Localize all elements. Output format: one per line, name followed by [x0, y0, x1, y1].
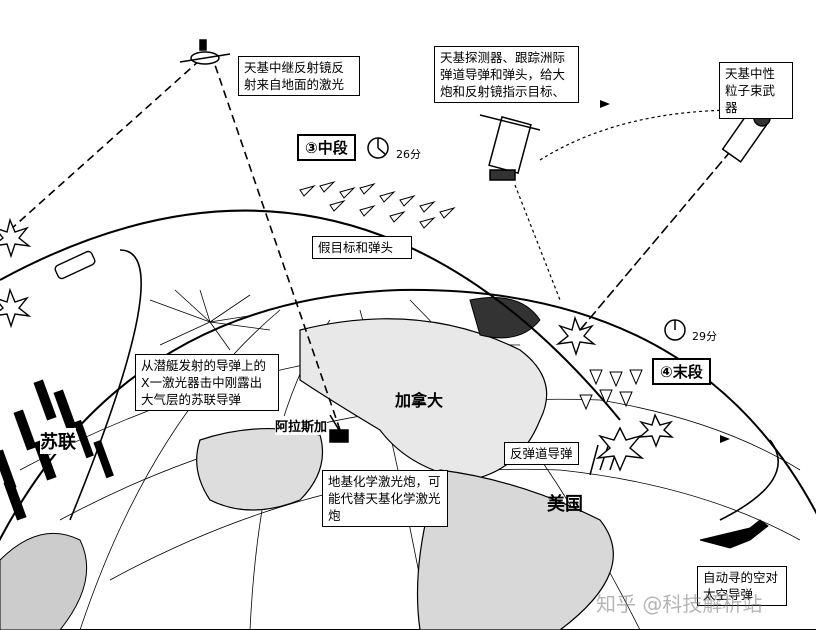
label-space-sensor: 天基探测器、跟踪洲际弹道导弹和弹头，给大炮和反射镜指示目标、	[434, 46, 579, 103]
particle-beam	[579, 139, 741, 331]
sensor-track	[539, 109, 741, 161]
relay-mirror-satellite	[179, 39, 231, 65]
explosion-sub	[0, 287, 32, 329]
label-usa: 美国	[547, 494, 583, 515]
alaska-landmass	[196, 427, 324, 511]
label-alaska: 阿拉斯加	[275, 416, 328, 435]
sensor-to-target	[514, 184, 561, 301]
label-decoys: 假目标和弹头	[312, 236, 412, 259]
label-relay-mirror: 天基中继反射镜反射来自地面的激光	[238, 56, 360, 96]
label-canada: 加拿大	[395, 391, 444, 410]
soviet-missiles	[0, 379, 114, 521]
pole-rays	[149, 289, 271, 351]
decoy-cluster	[299, 180, 456, 229]
terminal-time: 29分	[692, 330, 717, 343]
phase-midcourse: ③中段	[297, 134, 356, 161]
phase-terminal: ④末段	[652, 358, 711, 385]
midcourse-time: 26分	[396, 148, 421, 161]
explosion-air	[637, 413, 675, 448]
usa-landmass	[416, 469, 614, 630]
fighter-jet	[699, 519, 769, 549]
label-particle-beam: 天基中性粒子束武器	[719, 62, 793, 119]
ground-laser-cannon	[329, 414, 349, 443]
soviet-icbm-booster	[54, 250, 96, 280]
ussr-landmass	[0, 532, 88, 630]
label-ussr: 苏联	[40, 428, 76, 454]
relay-to-booster-beam	[9, 59, 201, 231]
air-to-space-arc	[719, 439, 779, 521]
space-sensor-satellite	[479, 114, 541, 181]
label-abm: 反弹道导弹	[504, 442, 579, 465]
explosion-booster	[0, 217, 32, 259]
greenland-landmass	[469, 297, 541, 339]
explosion-terminal	[595, 426, 645, 472]
terminal-decoys	[579, 369, 643, 411]
direction-arrows	[600, 100, 730, 443]
icbm-trajectory	[0, 209, 621, 421]
sub-missile-arc	[69, 249, 142, 521]
label-air-to-space: 自动寻的空对太空导弹	[697, 566, 787, 606]
label-ground-laser: 地基化学激光炮，可能代替天基化学激光炮	[322, 470, 448, 527]
clock-icons	[367, 137, 686, 341]
explosions	[0, 217, 675, 472]
label-sub-laser: 从潜艇发射的导弹上的X一激光器击中刚露出大气层的苏联导弹	[135, 354, 279, 411]
watermark: 知乎 @科技解析站	[596, 592, 763, 616]
explosion-midcourse	[555, 315, 597, 357]
